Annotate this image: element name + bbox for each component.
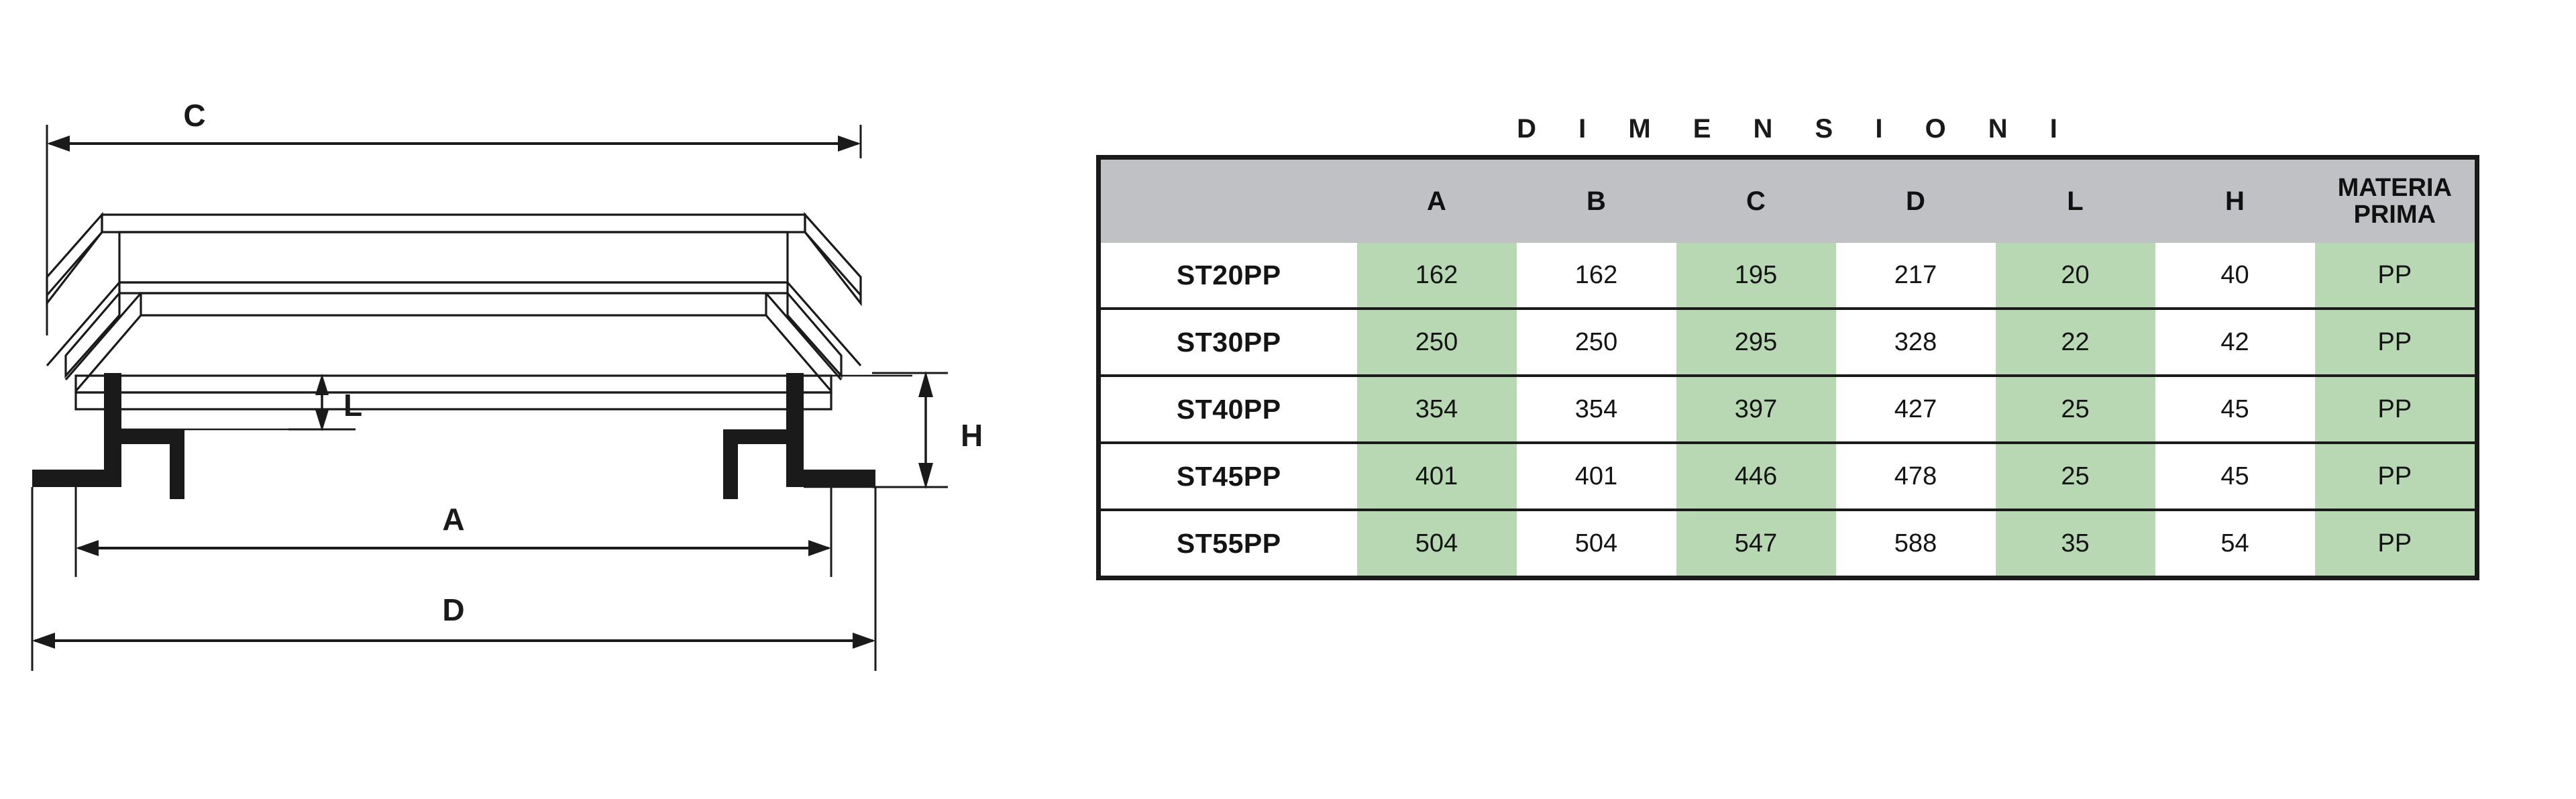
cell-model: ST40PP xyxy=(1098,374,1357,443)
cell-model: ST45PP xyxy=(1098,441,1357,510)
dimension-a: A xyxy=(74,487,833,577)
cell-materia: PP xyxy=(2314,509,2477,578)
header-materia-line1: MATERIA xyxy=(2337,173,2452,202)
cell-a: 401 xyxy=(1356,441,1517,510)
cell-c: 195 xyxy=(1676,243,1836,309)
cell-l: 22 xyxy=(1995,307,2155,376)
cell-b: 162 xyxy=(1516,243,1676,309)
cell-d: 217 xyxy=(1835,243,1996,309)
cell-a: 354 xyxy=(1356,374,1517,443)
cell-d: 588 xyxy=(1835,509,1996,578)
header-b: B xyxy=(1516,157,1676,243)
cell-materia: PP xyxy=(2314,307,2477,376)
dimensions-table: A B C D L H MATERIA PRIMA ST20PP 162 162… xyxy=(1096,155,2479,580)
dimension-c: C xyxy=(46,98,862,335)
table-header-row: A B C D L H MATERIA PRIMA xyxy=(1098,157,2477,243)
cell-l: 25 xyxy=(1995,441,2155,510)
cell-c: 547 xyxy=(1676,509,1836,578)
dimension-label-a: A xyxy=(442,502,464,537)
cell-b: 250 xyxy=(1516,307,1676,376)
header-materia-prima: MATERIA PRIMA xyxy=(2314,157,2477,243)
cell-model: ST30PP xyxy=(1098,307,1357,376)
header-materia-line2: PRIMA xyxy=(2353,201,2436,229)
cell-l: 25 xyxy=(1995,374,2155,443)
cell-h: 54 xyxy=(2155,509,2315,578)
header-l: L xyxy=(1995,157,2155,243)
technical-drawing: C xyxy=(0,0,1087,799)
cell-l: 20 xyxy=(1995,243,2155,309)
cell-model: ST55PP xyxy=(1098,509,1357,578)
cell-a: 250 xyxy=(1356,307,1517,376)
cell-a: 504 xyxy=(1356,509,1517,578)
cell-materia: PP xyxy=(2314,243,2477,309)
cell-h: 45 xyxy=(2155,441,2315,510)
cell-model: ST20PP xyxy=(1098,243,1357,309)
table-head: A B C D L H MATERIA PRIMA xyxy=(1098,157,2477,243)
cell-h: 40 xyxy=(2155,243,2315,309)
header-d: D xyxy=(1835,157,1996,243)
cell-d: 478 xyxy=(1835,441,1996,510)
header-model xyxy=(1098,157,1357,243)
cell-c: 397 xyxy=(1676,374,1836,443)
left-foot xyxy=(32,373,184,499)
table-row: ST45PP 401 401 446 478 25 45 PP xyxy=(1098,441,2477,510)
header-c: C xyxy=(1676,157,1836,243)
cell-a: 162 xyxy=(1356,243,1517,309)
table-row: ST55PP 504 504 547 588 35 54 PP xyxy=(1098,509,2477,578)
table-row: ST20PP 162 162 195 217 20 40 PP xyxy=(1098,243,2477,309)
cell-d: 328 xyxy=(1835,307,1996,376)
cell-materia: PP xyxy=(2314,374,2477,443)
cell-b: 354 xyxy=(1516,374,1676,443)
table-row: ST40PP 354 354 397 427 25 45 PP xyxy=(1098,374,2477,443)
header-h: H xyxy=(2155,157,2315,243)
cross-section-diagram: C xyxy=(31,98,983,671)
container-profile xyxy=(46,211,862,411)
dimension-l: L xyxy=(288,374,362,431)
cell-c: 446 xyxy=(1676,441,1836,510)
dimension-h: H xyxy=(872,371,983,489)
right-foot xyxy=(723,373,875,499)
dimension-label-d: D xyxy=(442,592,464,627)
cell-b: 504 xyxy=(1516,509,1676,578)
cell-h: 42 xyxy=(2155,307,2315,376)
cell-d: 427 xyxy=(1835,374,1996,443)
dimension-label-l: L xyxy=(343,388,362,423)
dimension-label-c: C xyxy=(183,98,205,133)
table-body: ST20PP 162 162 195 217 20 40 PP ST30PP 2… xyxy=(1098,243,2477,578)
table-row: ST30PP 250 250 295 328 22 42 PP xyxy=(1098,307,2477,376)
header-a: A xyxy=(1356,157,1517,243)
cell-l: 35 xyxy=(1995,509,2155,578)
cell-materia: PP xyxy=(2314,441,2477,510)
cell-c: 295 xyxy=(1676,307,1836,376)
dimension-label-h: H xyxy=(961,418,983,453)
dimensions-title: D I M E N S I O N I xyxy=(1517,114,2075,144)
dimensions-table-section: D I M E N S I O N I A B C D L H MATERIA … xyxy=(1096,114,2479,580)
cell-b: 401 xyxy=(1516,441,1676,510)
dimension-d: D xyxy=(31,487,877,671)
cell-h: 45 xyxy=(2155,374,2315,443)
